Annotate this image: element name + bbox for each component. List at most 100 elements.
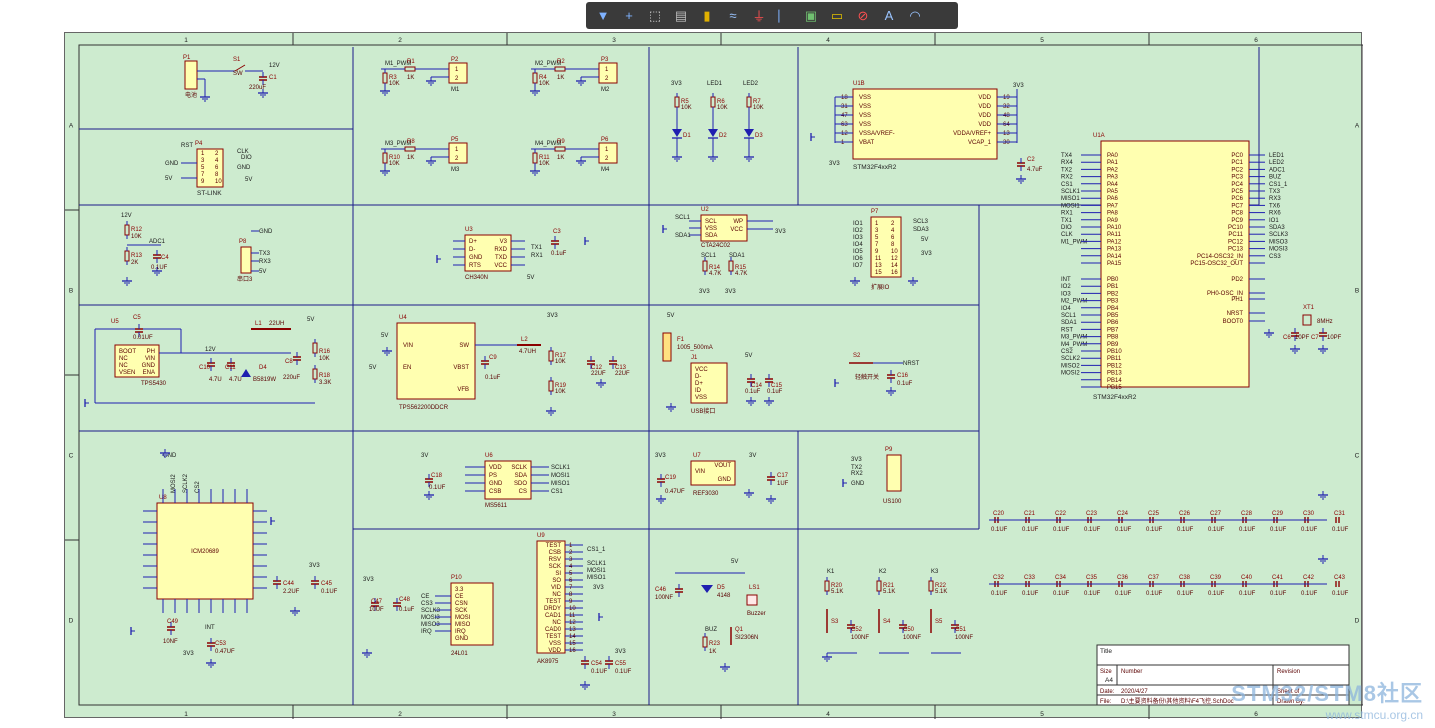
u9-pin: VDD [548,648,561,654]
bus-icon[interactable]: ⎸ [778,7,792,23]
wire-icon[interactable]: ≈ [729,8,737,23]
select-rect-icon[interactable]: ⬚ [648,7,662,23]
u4-3v3-net: 3V3 [547,313,558,319]
c6-value: 10PF [1295,335,1310,341]
c54-value: 0.1UF [591,669,608,675]
motor-rd-value: 10K [389,81,400,87]
u2-left-pin: SCL [705,219,717,225]
frame-row-label: D [69,618,74,625]
c55-ref: C55 [615,661,627,667]
u5-ref: U5 [111,319,119,325]
u3-left-pin: D+ [469,239,477,245]
text-icon[interactable]: A [884,8,894,23]
u6-right-pin: SCLK [511,465,527,471]
u1b-right-num: 48 [1003,113,1010,119]
switch-ref: S3 [831,619,839,625]
crosshair-icon[interactable]: + [625,8,633,23]
u1a-pb-pin: PB1 [1107,284,1119,290]
u1a-pc-net: CS3 [1269,254,1281,260]
decouple-bottom-value: 0.1UF [1053,591,1070,597]
st-link-pin: 5 [201,165,205,171]
p9-net: GND [851,481,865,487]
c15-ref: C15 [771,383,783,389]
u1a-pa-net: DIO [1061,225,1072,231]
u1a-pb-pin: PB14 [1107,378,1122,384]
u7-part: REF3030 [693,491,719,497]
watermark-title: STM32/STM8社区 [1231,681,1423,706]
u1a-pb-pin: PB13 [1107,371,1122,377]
s1-ref: S1 [233,57,241,63]
revision-label: Revision [1277,669,1300,675]
u8-net: SCLK2 [183,473,189,493]
c14-value: 0.1uF [745,389,761,395]
probe-icon[interactable]: ⊘ [857,7,869,23]
p10-net: IRQ [421,629,432,635]
led-r-value: 10K [753,105,764,111]
motor-series-resistor [554,66,566,72]
decouple-bottom-value: 0.1UF [1239,591,1256,597]
u1a-pc-pin: PC6 [1231,196,1243,202]
decouple-bottom-value: 0.1UF [1115,591,1132,597]
u9-pin: DRDY [544,606,561,612]
c8-ref: C8 [285,359,293,365]
frame-row-label: B [69,288,73,295]
s2-label: 轻触开关 [855,373,879,381]
u9-pin-number: 1 [569,543,573,549]
u1a-pc-net: SDA3 [1269,225,1285,231]
align-icon[interactable]: ▤ [674,7,688,23]
led-r-value: 10K [681,105,692,111]
u2-right-pin: VCC [730,227,743,233]
motor-pulldown-resistor [382,72,388,84]
u1a-pc-net: RX3 [1269,196,1281,202]
p1-12v-net: 12V [269,63,280,69]
motor-p-ref: P3 [601,57,609,63]
r16-value: 10K [319,356,330,362]
u7-ref: U7 [693,453,701,459]
motor-r-ref: R8 [407,139,415,145]
switch-lever [234,64,246,72]
c12-value: 22UF [591,371,606,377]
r16-ref: R16 [319,349,331,355]
u1a-pc-pin: PC5 [1231,189,1243,195]
vbat-3v3-net: 3V3 [829,161,840,167]
p7-left-net: IO7 [853,263,863,269]
ground-icon[interactable]: ⏚ [752,9,766,24]
port-icon[interactable]: ▭ [830,7,844,23]
u9-pin-number: 13 [569,627,576,633]
u9-pin: VSS [549,641,561,647]
arc-icon[interactable]: ◠ [909,7,921,23]
u1a-pd-pin: NRST [1227,311,1244,317]
u9-pin: TEST [546,634,562,640]
u1a-pa-pin: PA2 [1107,167,1119,173]
u9-pin: SO [552,578,561,584]
motor-r-value: 1K [557,155,564,161]
frame-row-label: D [1355,618,1360,625]
chip-icon[interactable]: ▣ [804,7,818,23]
f1-value: 1005_500mA [677,345,713,351]
file-label: File: [1100,699,1112,705]
st-link-pin: 1 [201,151,205,157]
led-r-value: 10K [717,105,728,111]
motor-pwm-net: M4_PWM [535,141,561,147]
u1a-pc-net: LED2 [1269,160,1285,166]
c8-value: 220uF [283,375,300,381]
r23-ref: R23 [709,641,721,647]
u4-pin-en: EN [403,365,411,371]
c45-ref: C45 [321,581,333,587]
switch-r-value: 5.1K [831,589,843,595]
u4-buck [396,322,476,400]
buzzer-speaker-icon [746,594,758,606]
motor-pulldown-resistor [532,152,538,164]
decouple-top-value: 0.1UF [1239,527,1256,533]
u1a-pa-pin: PA11 [1107,232,1121,238]
u1a-pc-pin: PC11 [1228,232,1243,238]
filter-icon[interactable]: ▼ [596,8,610,23]
motor-p-ref: P6 [601,137,609,143]
c49-value: 10NF [163,639,178,645]
u1b-right-num: 19 [1003,95,1010,101]
st-link-left-net: 5V [165,176,172,182]
p9-ref: P9 [885,447,893,453]
component-icon[interactable]: ▮ [703,7,711,23]
